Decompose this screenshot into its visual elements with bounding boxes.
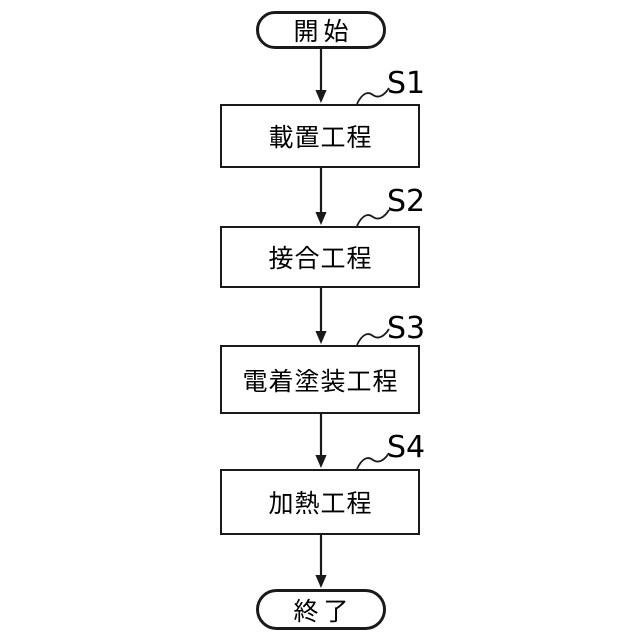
process-label-s1: 載置工程 [268, 123, 373, 152]
arrow-start-to-s1 [315, 49, 327, 103]
step-ref-s3: S3 [387, 311, 426, 346]
arrow-s2-to-s3 [315, 288, 327, 344]
leader-squiggle-s4 [356, 452, 390, 470]
step-ref-s1: S1 [387, 66, 426, 101]
process-box-s2: 接合工程 [220, 226, 420, 288]
process-label-s2: 接合工程 [268, 244, 373, 273]
arrow-s1-to-s2 [315, 168, 327, 225]
terminal-start: 開始 [256, 11, 386, 49]
terminal-end: 終了 [256, 589, 386, 630]
leader-squiggle-s2 [356, 209, 390, 227]
process-box-s3: 電着塗装工程 [220, 345, 420, 414]
process-box-s4: 加熱工程 [220, 469, 420, 535]
process-box-s1: 載置工程 [220, 104, 420, 168]
process-label-s3: 電着塗装工程 [242, 366, 399, 396]
leader-squiggle-s1 [356, 87, 390, 105]
arrow-s4-to-end [315, 535, 327, 588]
leader-squiggle-s3 [356, 328, 390, 346]
terminal-end-label: 終了 [293, 596, 354, 626]
terminal-start-label: 開始 [293, 17, 354, 46]
step-ref-s2: S2 [387, 184, 426, 219]
step-ref-s4: S4 [387, 430, 426, 465]
arrow-s3-to-s4 [315, 414, 327, 468]
process-label-s4: 加熱工程 [268, 489, 373, 518]
